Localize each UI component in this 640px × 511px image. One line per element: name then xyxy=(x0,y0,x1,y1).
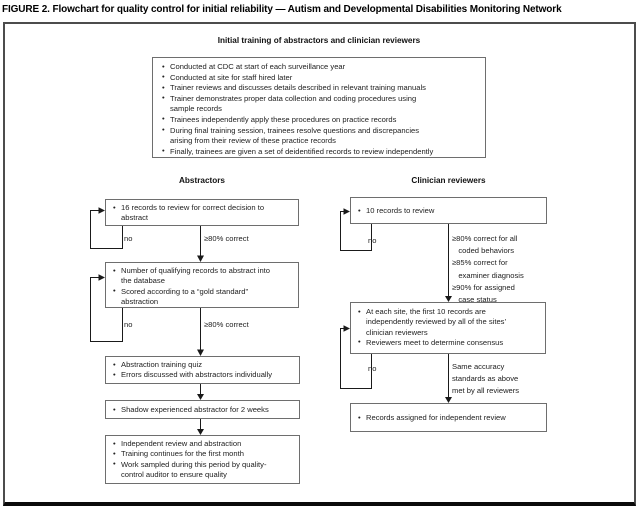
bullet-list: 16 records to review for correct decisio… xyxy=(112,203,294,224)
abstractors-decision2-yes-label: ≥80% correct xyxy=(204,320,249,329)
bullet-item: Finally, trainees are given a set of dei… xyxy=(161,146,479,158)
bullet-list: Shadow experienced abstractor for 2 week… xyxy=(112,404,295,415)
training-heading: Initial training of abstractors and clin… xyxy=(217,36,421,45)
bullet-list: Records assigned for independent review xyxy=(357,412,542,423)
bullet-item: Conducted at CDC at start of each survei… xyxy=(161,62,479,73)
bullet-item: 16 records to review for correct decisio… xyxy=(112,203,294,224)
abstractors-box-training-quiz: Abstraction training quizErrors discusse… xyxy=(105,356,300,384)
bullet-item: Trainees independently apply these proce… xyxy=(161,114,479,126)
abstractors-decision1-no-label: no xyxy=(124,234,133,243)
bullet-item: Trainer demonstrates proper data collect… xyxy=(161,93,479,115)
bullet-item: Shadow experienced abstractor for 2 week… xyxy=(112,404,295,415)
clinicians-box-independent-review: Records assigned for independent review xyxy=(350,403,547,432)
abstractors-box-shadow: Shadow experienced abstractor for 2 week… xyxy=(105,400,300,419)
bullet-list: At each site, the first 10 records are i… xyxy=(357,307,541,348)
bullet-item: Trainer reviews and discusses details de… xyxy=(161,83,479,94)
bullet-item: Work sampled during this period by quali… xyxy=(112,459,295,481)
bullet-item: Scored according to a “gold standard” ab… xyxy=(112,286,294,308)
training-box: Conducted at CDC at start of each survei… xyxy=(152,57,486,158)
abstractors-decision2-no-label: no xyxy=(124,320,133,329)
bullet-item: Reviewers meet to determine consensus xyxy=(357,337,541,348)
clinicians-column-header: Clinician reviewers xyxy=(411,176,486,185)
clinicians-box-review-records: 10 records to review xyxy=(350,197,547,224)
clinicians-decision1-no-label: no xyxy=(368,236,377,245)
figure-title: FIGURE 2. Flowchart for quality control … xyxy=(2,4,562,15)
bullet-item: Number of qualifying records to abstract… xyxy=(112,266,294,287)
abstractors-box-independent-review: Independent review and abstractionTraini… xyxy=(105,435,300,484)
bullet-item: Errors discussed with abstractors indivi… xyxy=(112,370,295,381)
abstractors-column-header: Abstractors xyxy=(179,176,225,185)
clinicians-box-consensus: At each site, the first 10 records are i… xyxy=(350,302,546,354)
abstractors-box-qualifying-records: Number of qualifying records to abstract… xyxy=(105,262,299,308)
bullet-item: 10 records to review xyxy=(357,205,542,216)
bullet-item: Independent review and abstraction xyxy=(112,438,295,449)
bullet-item: Abstraction training quiz xyxy=(112,359,295,370)
abstractors-decision1-yes-label: ≥80% correct xyxy=(204,234,249,243)
clinicians-decision2-criteria-label: Same accuracy standards as above met by … xyxy=(452,362,520,396)
clinicians-decision2-no-label: no xyxy=(368,364,377,373)
training-bullet-list: Conducted at CDC at start of each survei… xyxy=(161,62,479,157)
bullet-item: Conducted at site for staff hired later xyxy=(161,72,479,84)
bullet-list: Independent review and abstractionTraini… xyxy=(112,438,295,481)
bullet-item: Records assigned for independent review xyxy=(357,412,542,423)
bullet-list: Number of qualifying records to abstract… xyxy=(112,266,294,307)
clinicians-decision1-criteria-label: ≥80% correct for all coded behaviors ≥85… xyxy=(452,234,524,305)
bullet-item: Training continues for the first month xyxy=(112,449,295,460)
bullet-list: 10 records to review xyxy=(357,205,542,216)
bullet-item: At each site, the first 10 records are i… xyxy=(357,307,541,338)
bullet-item: During final training session, trainees … xyxy=(161,125,479,147)
abstractors-box-review-records: 16 records to review for correct decisio… xyxy=(105,199,299,226)
bullet-list: Abstraction training quizErrors discusse… xyxy=(112,359,295,381)
